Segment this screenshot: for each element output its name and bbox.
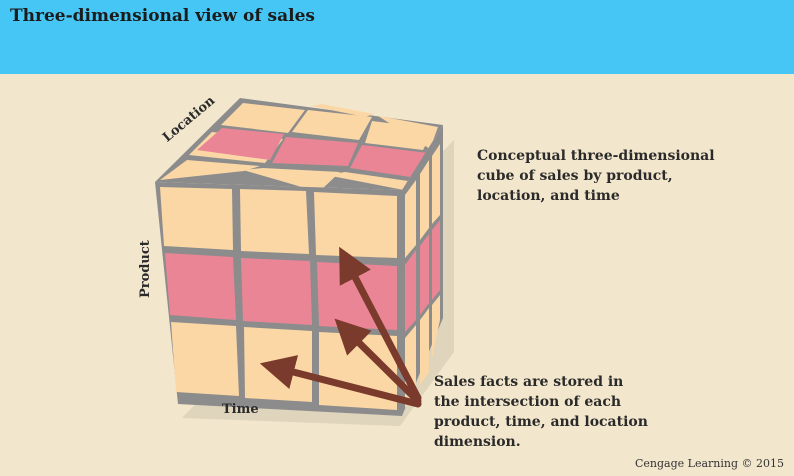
top-face-cells: [160, 103, 438, 192]
facts-line-2: the intersection of each: [434, 394, 622, 410]
concept-callout: Conceptual three-dimensional cube of sal…: [477, 146, 715, 206]
right-face-cells: [405, 144, 440, 408]
copyright-credit: Cengage Learning © 2015: [634, 457, 784, 470]
facts-callout: Sales facts are stored in the intersecti…: [434, 372, 648, 452]
concept-line-2: cube of sales by product,: [477, 168, 673, 184]
arrow-upper: [339, 246, 422, 402]
callout-arrows: [259, 246, 422, 408]
axis-label-time: Time: [222, 402, 259, 417]
header-banner: Three-dimensional view of sales: [0, 0, 794, 74]
arrow-middle: [334, 318, 422, 405]
facts-line-4: dimension.: [434, 434, 521, 450]
facts-line-1: Sales facts are stored in: [434, 374, 624, 390]
axis-label-product: Product: [138, 240, 153, 298]
arrow-lower: [259, 355, 422, 408]
sales-cube: [155, 98, 454, 426]
page-title: Three-dimensional view of sales: [10, 6, 315, 26]
cube-diagram: Location Product Time Conceptual three-d…: [0, 74, 794, 476]
front-face-cells: [160, 187, 397, 410]
concept-line-1: Conceptual three-dimensional: [477, 148, 715, 164]
facts-line-3: product, time, and location: [434, 414, 648, 430]
concept-line-3: location, and time: [477, 188, 620, 204]
